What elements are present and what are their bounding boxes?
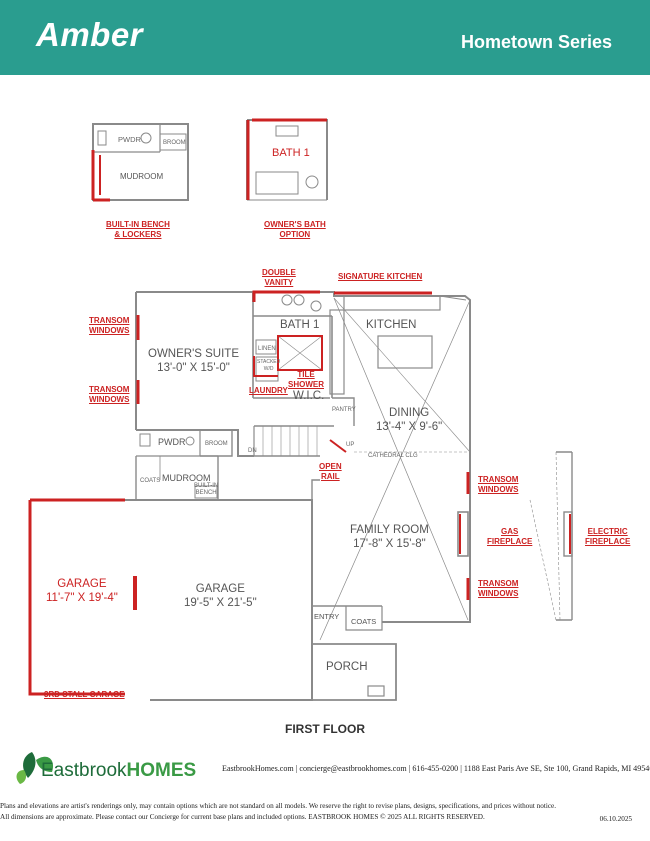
logo-word-homes: HOMES bbox=[126, 760, 197, 781]
logo-leaf-icon bbox=[16, 752, 54, 784]
plan-name: Amber bbox=[36, 16, 144, 53]
pwdr-label: PWDR bbox=[158, 437, 186, 447]
kitchen-label: KITCHEN bbox=[366, 319, 417, 331]
porch-label: PORCH bbox=[326, 661, 368, 673]
linen-label: LINEN bbox=[258, 346, 276, 352]
coats-label: COATS bbox=[351, 617, 377, 626]
option-laundry-label: LAUNDRY bbox=[249, 386, 288, 395]
header-banner: Amber Hometown Series bbox=[0, 0, 650, 75]
inset-bath1-label: BATH 1 bbox=[272, 147, 310, 159]
logo-word-eastbrook: Eastbrook bbox=[41, 760, 127, 781]
pantry-label: PANTRY bbox=[332, 407, 356, 413]
option-builtin-bench-label: BUILT-IN BENCH& LOCKERS bbox=[106, 220, 170, 239]
broom-label: BROOM bbox=[205, 441, 228, 447]
coats-small-label: COATS bbox=[140, 478, 161, 484]
entry-label: ENTRY bbox=[314, 612, 340, 621]
contact-line: EastbrookHomes.com | concierge@eastbrook… bbox=[222, 764, 650, 773]
brand-logo[interactable]: EastbrookHOMES bbox=[41, 760, 196, 782]
inset-pwdr-label: PWDR bbox=[118, 135, 141, 144]
inset-mudroom-label: MUDROOM bbox=[120, 172, 164, 181]
stairs-up-label: UP bbox=[346, 442, 355, 448]
cathedral-clg-label: CATHEDRAL CLG bbox=[368, 453, 418, 459]
disclaimer: Plans and elevations are artist's render… bbox=[0, 802, 557, 821]
bath1-label: BATH 1 bbox=[280, 319, 320, 331]
option-third-stall-garage-label: 3RD STALL GARAGE bbox=[44, 690, 125, 699]
revision-date: 06.10.2025 bbox=[599, 815, 632, 823]
stairs-dn-label: DN bbox=[248, 448, 257, 454]
inset-broom-label: BROOM bbox=[163, 140, 186, 146]
option-signature-kitchen-label: SIGNATURE KITCHEN bbox=[338, 272, 423, 281]
series-name: Hometown Series bbox=[460, 32, 612, 52]
wic-label: W.I.C. bbox=[293, 390, 325, 402]
mudroom-label: MUDROOM bbox=[162, 473, 211, 483]
floor-title: FIRST FLOOR bbox=[285, 722, 365, 736]
